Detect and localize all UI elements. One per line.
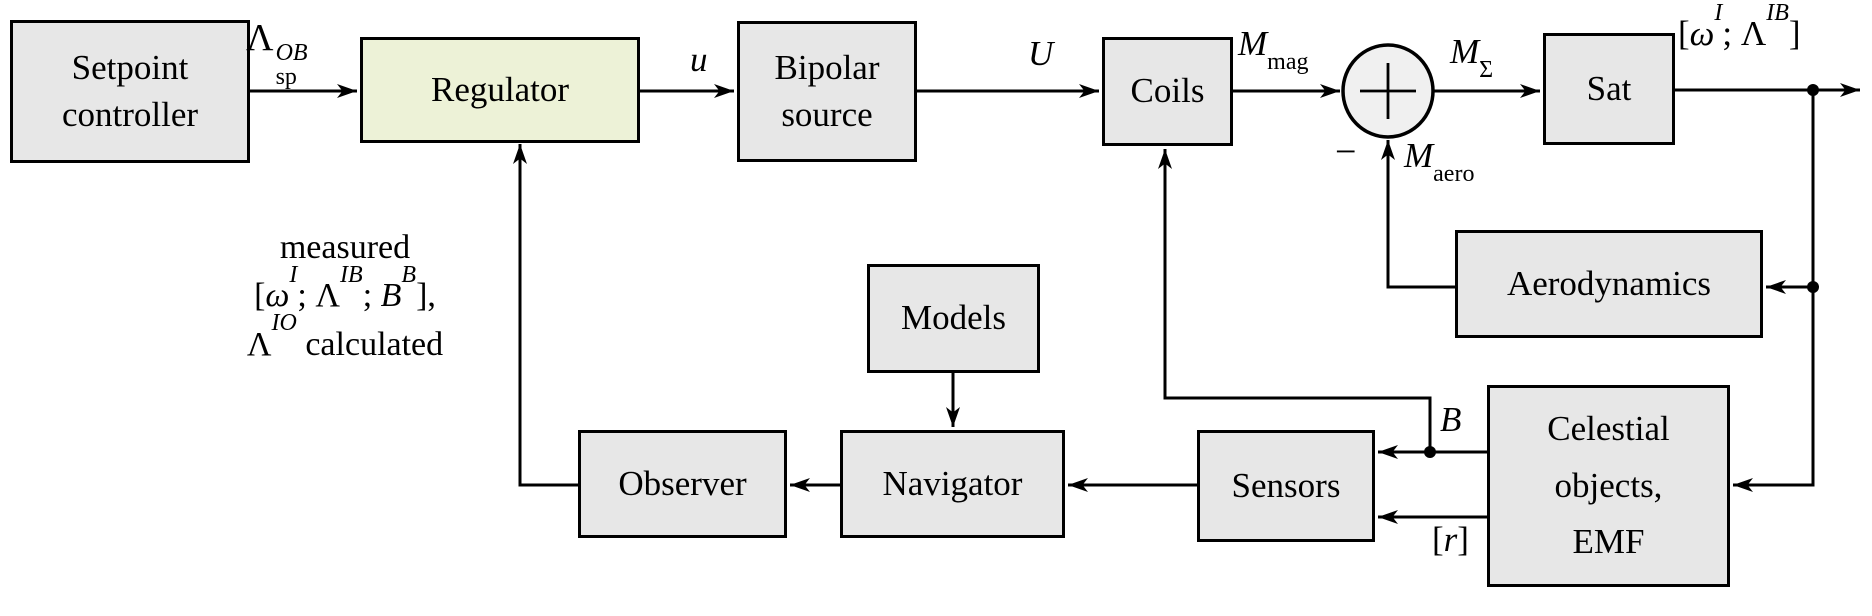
label-u-control: u: [690, 40, 708, 79]
block-label: EMF: [1572, 522, 1645, 562]
block-label: Navigator: [882, 463, 1023, 503]
block-label: Observer: [618, 463, 747, 503]
block-label: objects,: [1554, 465, 1663, 505]
block-coils: Coils: [1102, 37, 1233, 146]
measured-line-3: ΛIO calculated: [246, 310, 444, 363]
junction-dot-aero-branch: [1807, 281, 1819, 293]
block-label: source: [781, 94, 873, 134]
block-label: Sensors: [1231, 465, 1341, 505]
junction-dot-b-branch: [1424, 446, 1436, 458]
block-setpoint-controller: Setpoint controller: [10, 20, 250, 163]
wire-b-to-coils: [1158, 149, 1432, 452]
block-observer: Observer: [578, 430, 787, 538]
label-sat-output-state: [ωI; ΛIB]: [1678, 0, 1801, 53]
plus-icon: [1360, 63, 1416, 119]
label-measured-note: measured [ωI; ΛIB; BB], ΛIO calculated: [175, 224, 515, 369]
measured-line-1: measured: [279, 229, 411, 266]
block-sat: Sat: [1543, 33, 1675, 145]
label-m-sigma: MΣ: [1450, 32, 1494, 83]
block-sensors: Sensors: [1197, 430, 1375, 542]
block-aerodynamics: Aerodynamics: [1455, 230, 1763, 338]
wire-aero-to-sum: [1381, 140, 1455, 289]
block-celestial-objects-emf: Celestial objects, EMF: [1487, 385, 1730, 587]
label-b-field: B: [1440, 400, 1462, 439]
block-navigator: Navigator: [840, 430, 1065, 538]
wire-observer-to-regulator: [513, 144, 578, 487]
block-label: Setpoint: [71, 48, 189, 88]
block-regulator: Regulator: [360, 37, 640, 143]
label-m-aero: Maero: [1404, 136, 1475, 187]
junction-dot-sat-output: [1807, 84, 1819, 96]
label-U-voltage: U: [1028, 34, 1054, 73]
block-label: Coils: [1130, 71, 1205, 111]
wire-feedback-to-celestial: [1733, 90, 1815, 492]
block-label: Celestial: [1547, 408, 1670, 448]
sum-junction: [1341, 43, 1435, 139]
block-label: Bipolar: [774, 48, 880, 88]
minus-sign: −: [1335, 131, 1357, 173]
label-m-mag: Mmag: [1238, 24, 1309, 75]
label-r-vector: [r]: [1432, 520, 1469, 559]
block-label: controller: [61, 94, 199, 134]
block-label: Regulator: [430, 69, 570, 109]
block-bipolar-source: Bipolar source: [737, 21, 917, 162]
measured-line-2: [ωI; ΛIB; BB],: [254, 261, 436, 315]
block-label: Aerodynamics: [1506, 263, 1712, 303]
block-label: Sat: [1586, 68, 1632, 108]
block-label: Models: [901, 298, 1006, 338]
block-models: Models: [867, 264, 1040, 373]
